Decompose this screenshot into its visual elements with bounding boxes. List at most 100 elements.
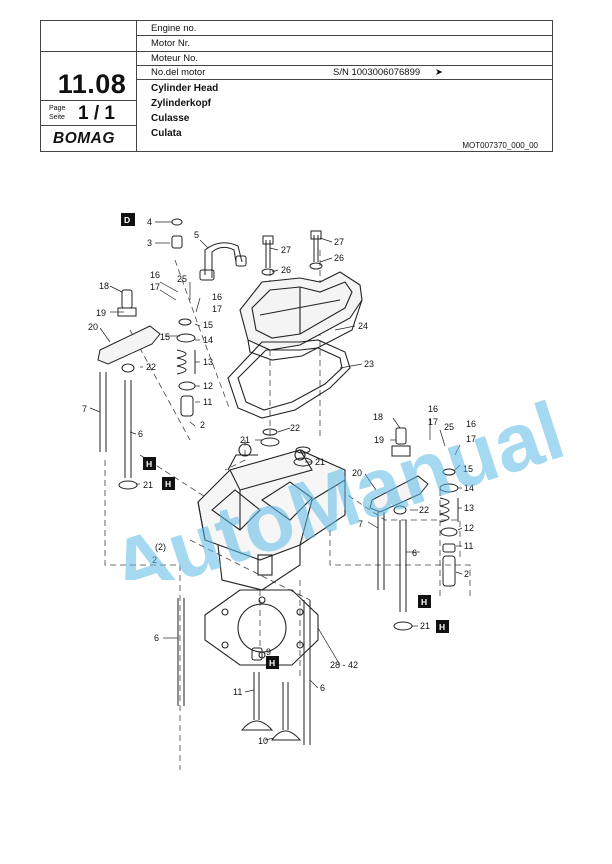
callout-17: 17 [428, 417, 438, 427]
right-rocker-arm [369, 427, 429, 515]
svg-text:H: H [165, 479, 171, 489]
callout-23: 23 [364, 359, 374, 369]
callout-16: 16 [212, 292, 222, 302]
callout-22: 22 [290, 423, 300, 433]
callout-22: 22 [419, 505, 429, 515]
title-es: Culata [151, 128, 182, 139]
section-number: 11.08 [57, 69, 127, 99]
svg-text:H: H [269, 658, 275, 668]
left-pushrods [99, 372, 138, 490]
svg-text:H: H [421, 597, 427, 607]
row-divider [41, 125, 136, 126]
cylinder-head [197, 443, 346, 591]
callout-20: 20 [88, 322, 98, 332]
callout-21: 21 [240, 435, 250, 445]
moteur-no-label: Moteur No. [151, 53, 198, 64]
long-studs [177, 598, 311, 745]
column-divider [136, 21, 137, 152]
serial-arrow-icon: ➤ [435, 67, 443, 78]
callout-11: 11 [203, 397, 212, 407]
tag-d: D [121, 213, 135, 226]
motor-nr-label: Motor Nr. [151, 38, 191, 49]
svg-text:D: D [124, 215, 130, 225]
callout-17: 17 [466, 434, 476, 444]
valve-cover-gasket [227, 339, 351, 419]
callout-7: 7 [82, 404, 87, 414]
title-fr: Culasse [151, 113, 190, 124]
callout-22: 22 [146, 362, 156, 372]
title-en: Cylinder Head [151, 83, 219, 94]
callout-6: 6 [320, 683, 325, 693]
document-reference: MOT007370_000_00 [462, 141, 538, 150]
callout-26: 26 [334, 253, 344, 263]
right-valve-spring-stack [439, 468, 459, 587]
callout-28-42: 28 - 42 [330, 660, 358, 670]
callout-16: 16 [428, 404, 438, 414]
callout-13: 13 [203, 357, 213, 367]
callout-15: 15 [463, 464, 473, 474]
row-divider [41, 51, 553, 52]
callout-27: 27 [281, 245, 291, 255]
callout-leaders [89, 221, 463, 741]
callout-7: 7 [358, 519, 363, 529]
callout-21: 21 [420, 621, 430, 631]
callout-12: 12 [203, 381, 213, 391]
cover-bolts [261, 230, 323, 276]
row-divider [136, 35, 553, 36]
tag-h: H H H H H [143, 457, 449, 669]
serial-number: S/N 1003006076899 [333, 67, 421, 78]
callout-15: 15 [203, 320, 213, 330]
no-del-motor-label: No.del motor [151, 67, 206, 78]
svg-text:H: H [439, 622, 445, 632]
callout-17: 17 [212, 304, 222, 314]
callout-20: 20 [352, 468, 362, 478]
callout-1: (2) [155, 542, 166, 552]
row-divider [136, 65, 553, 66]
valves [240, 647, 302, 741]
callout-26: 26 [281, 265, 291, 275]
callout-21: 21 [143, 480, 153, 490]
engine-no-label: Engine no. [151, 23, 197, 34]
row-divider [136, 79, 553, 80]
callout-8: 9 [266, 647, 271, 657]
callout-labels: 4 3 5 18 16 17 25 16 17 19 20 15 15 14 1… [82, 217, 476, 746]
right-pushrods [377, 512, 413, 631]
callout-18: 18 [373, 412, 383, 422]
callout-15: 15 [160, 332, 170, 342]
brand-logo: BOMAG [53, 130, 115, 147]
left-rocker-arm [97, 289, 161, 373]
left-valve-spring-stack [176, 318, 196, 417]
title-de: Zylinderkopf [151, 98, 212, 109]
callout-19: 19 [96, 308, 106, 318]
row-divider [41, 100, 136, 101]
callout-16: 16 [466, 419, 476, 429]
title-block: Engine no. Motor Nr. Moteur No. No.del m… [40, 20, 553, 152]
svg-text:H: H [146, 459, 152, 469]
callout-9: 10 [258, 736, 268, 746]
callout-17: 17 [150, 282, 160, 292]
callout-2-bracket: 2 [152, 555, 157, 565]
callout-14: 14 [464, 483, 474, 493]
callout-13: 13 [464, 503, 474, 513]
callout-21: 21 [315, 457, 325, 467]
callout-6: 6 [412, 548, 417, 558]
seite-label: Seite [49, 114, 65, 121]
callout-18: 18 [99, 281, 109, 291]
callout-6: 6 [138, 429, 143, 439]
callout-10: 11 [233, 687, 242, 697]
callout-6: 6 [154, 633, 159, 643]
callout-16: 16 [150, 270, 160, 280]
callout-2: 2 [200, 420, 205, 430]
valve-cover [239, 271, 363, 361]
callout-19: 19 [374, 435, 384, 445]
callout-4: 4 [147, 217, 152, 227]
page-number: 1 / 1 [78, 103, 115, 124]
callout-5: 5 [194, 230, 199, 240]
callout-3: 3 [147, 238, 152, 248]
callout-11: 11 [464, 541, 473, 551]
callout-14: 14 [203, 335, 213, 345]
callout-25: 25 [444, 422, 454, 432]
callout-2: 2 [464, 569, 469, 579]
callout-24: 24 [358, 321, 368, 331]
